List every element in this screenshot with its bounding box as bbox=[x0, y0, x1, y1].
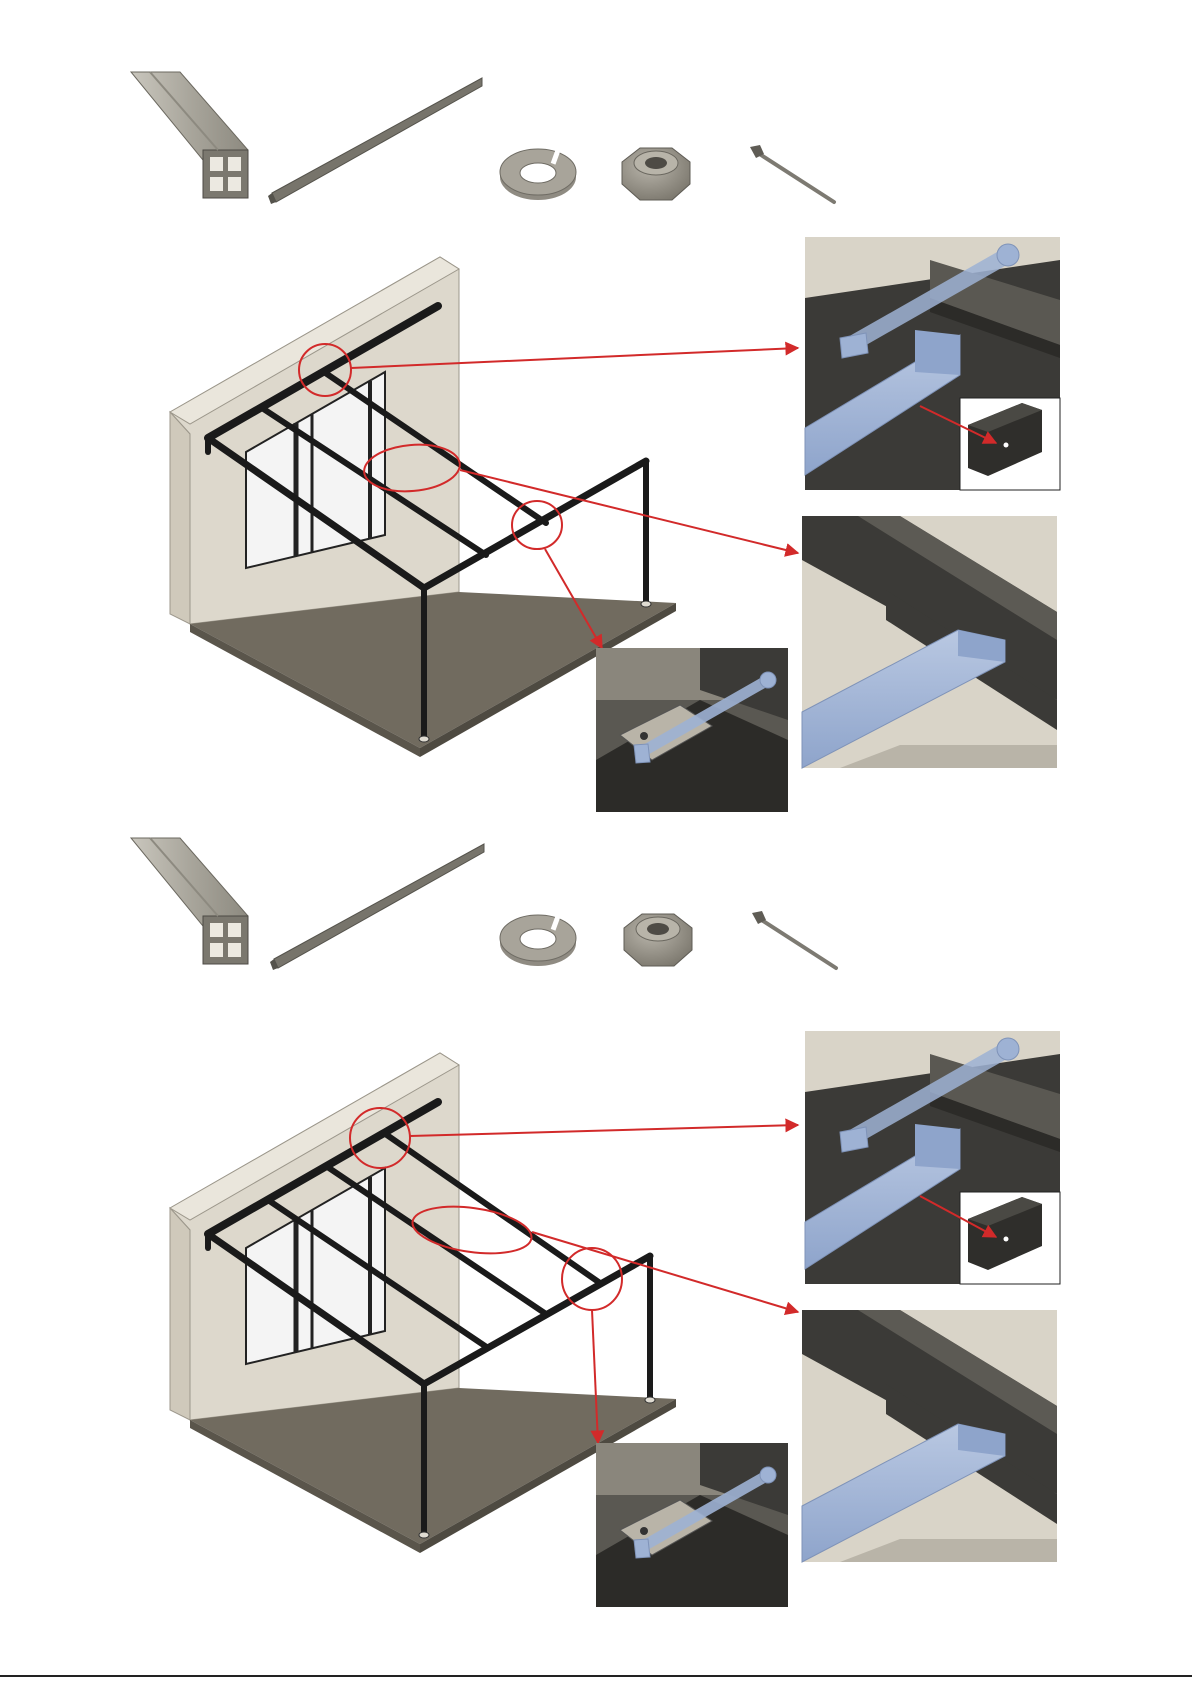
spring-lock-washer bbox=[500, 915, 576, 966]
detail-panel-corner-bracket bbox=[596, 648, 788, 812]
aluminum-extrusion-profile bbox=[131, 838, 248, 964]
hex-bolt bbox=[750, 145, 834, 202]
aluminum-extrusion-profile bbox=[131, 72, 248, 198]
assembly-step-1 bbox=[131, 72, 1060, 812]
square-tube-bar bbox=[268, 78, 482, 204]
spring-lock-washer bbox=[500, 149, 576, 200]
detail-panel-corner-bracket bbox=[596, 1443, 788, 1607]
inset-tube-end bbox=[960, 398, 1060, 490]
inset-tube-end bbox=[960, 1192, 1060, 1284]
detail-panel-wall-beam bbox=[805, 237, 1060, 490]
hex-nut bbox=[622, 148, 690, 200]
wall-side bbox=[170, 412, 190, 624]
parts-row bbox=[131, 838, 836, 970]
assembly-step-2 bbox=[131, 838, 1060, 1607]
hex-bolt bbox=[752, 911, 836, 968]
detail-panel-tube-end bbox=[802, 1310, 1057, 1562]
hex-nut bbox=[624, 914, 692, 966]
detail-panel-wall-beam bbox=[805, 1031, 1060, 1284]
square-tube-bar bbox=[270, 844, 484, 970]
detail-panel-tube-end bbox=[802, 516, 1057, 768]
wall-side bbox=[170, 1208, 190, 1420]
parts-row bbox=[131, 72, 834, 204]
